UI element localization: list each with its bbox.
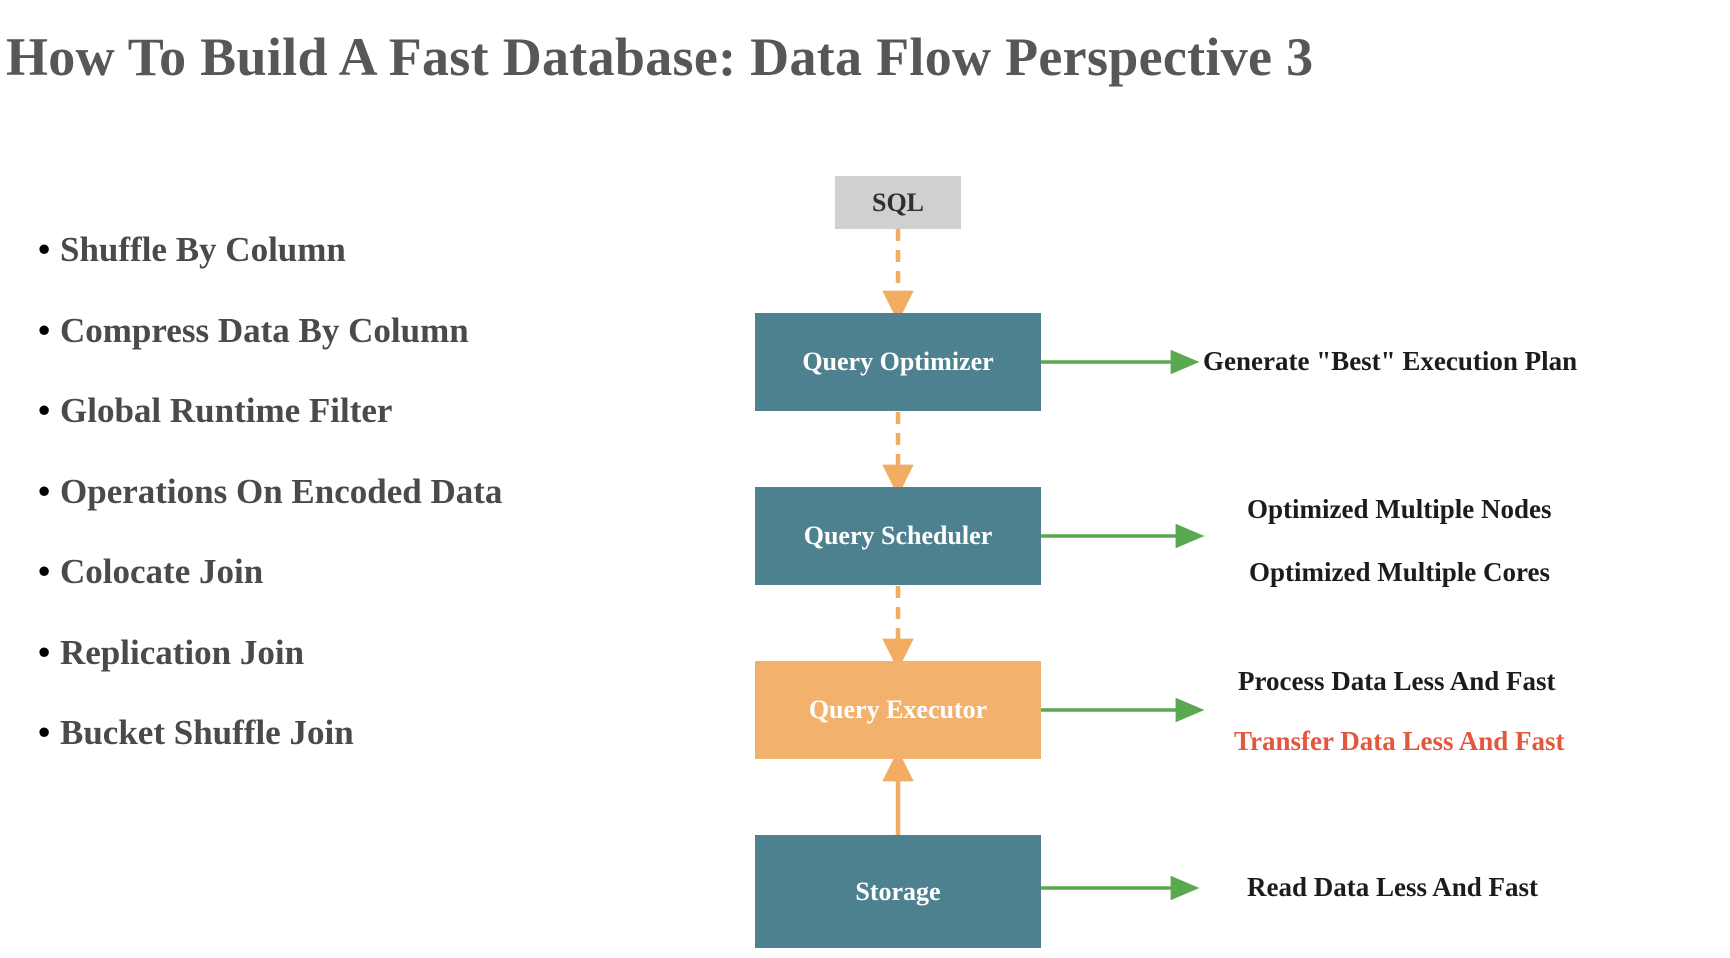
annotation-storage: Read Data Less And Fast [1247,872,1539,902]
bullet-marker-icon: • [38,713,51,752]
node-query-optimizer-label: Query Optimizer [802,347,994,376]
bullet-marker-icon: • [38,391,51,430]
list-item-label: Colocate Join [60,552,264,591]
feature-bullet-list: • Shuffle By Column • Compress Data By C… [38,232,678,796]
node-sql[interactable]: SQL [835,176,961,229]
bullet-marker-icon: • [38,471,51,511]
list-item: • Global Runtime Filter [38,393,678,428]
bullet-marker-icon: • [38,310,51,350]
list-item: • Compress Data By Column [38,313,678,348]
node-sql-label: SQL [871,187,925,217]
annotation-query-executor-process: Process Data Less And Fast [1238,666,1556,696]
bullet-marker-icon: • [38,632,51,672]
node-query-scheduler-label: Query Scheduler [803,521,993,550]
list-item: • Colocate Join [38,554,678,589]
list-item-label: Compress Data By Column [60,310,469,350]
node-storage[interactable]: Storage [755,835,1041,948]
node-query-optimizer[interactable]: Query Optimizer [755,313,1041,411]
node-query-scheduler[interactable]: Query Scheduler [755,487,1041,585]
list-item-label: Global Runtime Filter [60,391,393,430]
list-item: • Operations On Encoded Data [38,474,678,509]
page-title: How To Build A Fast Database: Data Flow … [6,27,1314,87]
bullet-marker-icon: • [38,230,51,269]
list-item: • Replication Join [38,635,678,670]
list-item-label: Shuffle By Column [60,230,346,269]
bullet-marker-icon: • [38,552,51,591]
node-storage-label: Storage [855,876,941,906]
list-item-label: Bucket Shuffle Join [60,713,354,752]
annotation-query-scheduler-cores: Optimized Multiple Cores [1249,557,1550,587]
list-item: • Shuffle By Column [38,232,678,267]
annotation-query-scheduler-nodes: Optimized Multiple Nodes [1247,494,1552,524]
annotation-query-optimizer: Generate "Best" Execution Plan [1203,346,1578,376]
list-item-label: Replication Join [60,632,305,672]
node-query-executor-label: Query Executor [808,695,988,724]
list-item: • Bucket Shuffle Join [38,715,678,750]
list-item-label: Operations On Encoded Data [60,471,503,511]
annotation-query-executor-transfer: Transfer Data Less And Fast [1234,726,1565,756]
node-query-executor[interactable]: Query Executor [755,661,1041,759]
